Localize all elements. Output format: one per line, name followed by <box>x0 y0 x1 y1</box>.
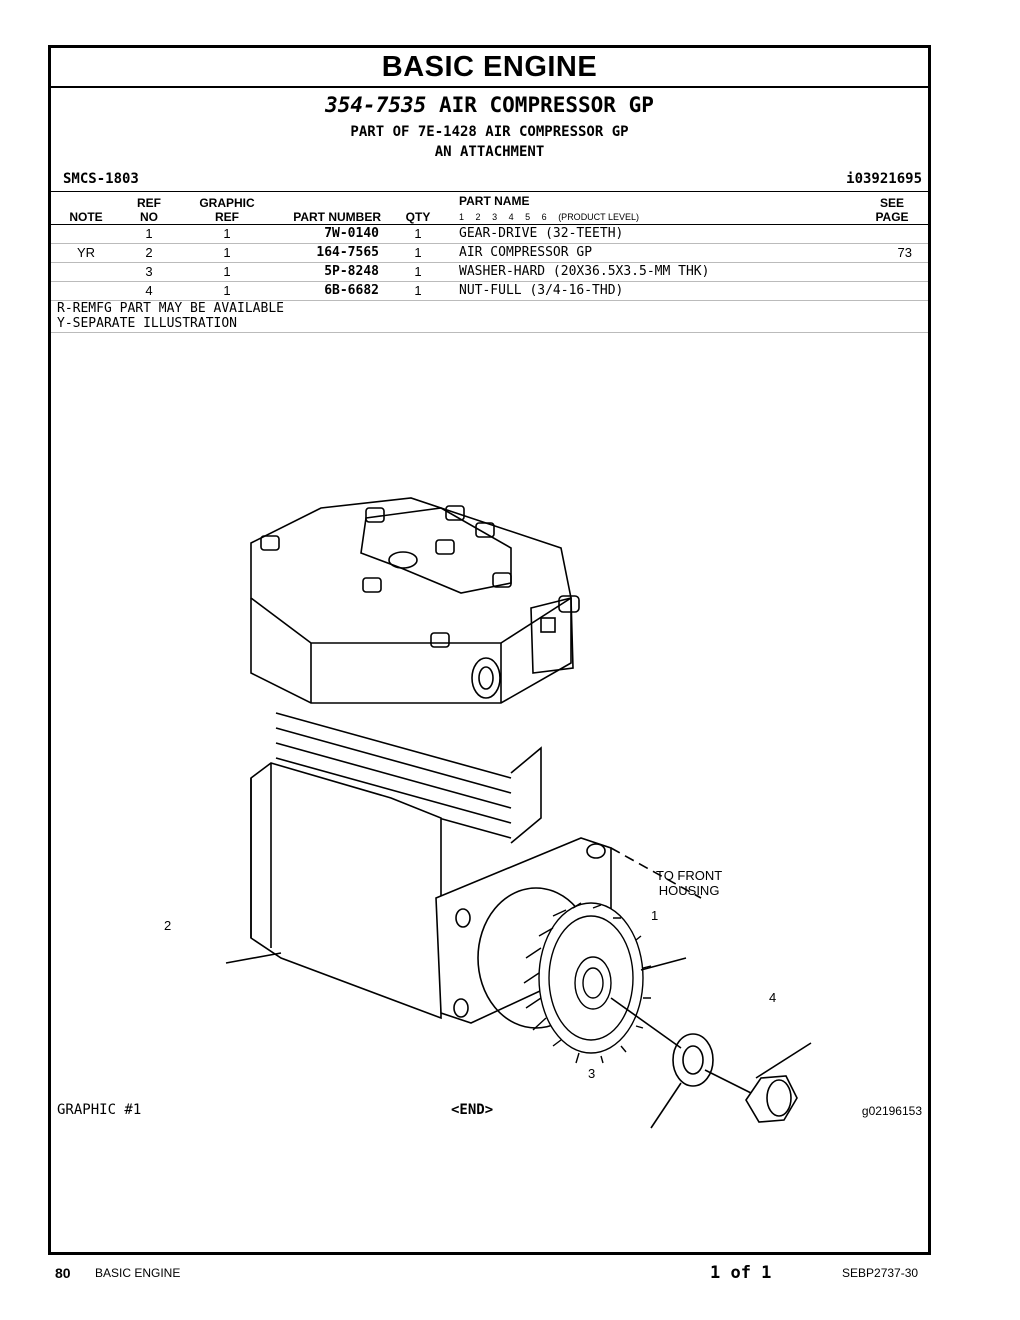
header-graphic-top: GRAPHIC <box>199 196 255 210</box>
level-caption: (PRODUCT LEVEL) <box>558 212 640 222</box>
header-see-bottom: PAGE <box>875 210 909 224</box>
row-ref: 4 <box>145 283 153 298</box>
air-compressor-illustration <box>225 497 812 1129</box>
row-divider <box>51 243 928 244</box>
head-bolts <box>260 505 512 648</box>
product-levels: 1 2 3 4 5 6 (PRODUCT LEVEL) <box>459 212 648 222</box>
row-part-name: WASHER-HARD (20X36.5X3.5-MM THK) <box>459 264 710 279</box>
table-row: 1 1 7W-0140 1 GEAR-DRIVE (32-TEETH) <box>51 225 928 243</box>
footer-page-number: 80 <box>55 1265 71 1281</box>
row-divider <box>51 262 928 263</box>
row-graphic-ref: 1 <box>223 226 231 241</box>
row-qty: 1 <box>414 226 422 241</box>
footer-page-of: 1 of 1 <box>710 1263 772 1283</box>
header-graphic-bottom: REF <box>215 210 239 224</box>
callout-to-front-line2: HOUSING <box>658 883 720 898</box>
row-qty: 1 <box>414 283 422 298</box>
footer-doc-id: SEBP2737-30 <box>842 1266 919 1280</box>
note-remfg: R-REMFG PART MAY BE AVAILABLE <box>57 301 284 316</box>
row-part-name: NUT-FULL (3/4-16-THD) <box>459 283 624 298</box>
row-part-number: 6B-6682 <box>324 283 379 298</box>
header-ref-bottom: NO <box>140 210 158 224</box>
level-3: 3 <box>492 212 498 222</box>
level-2: 2 <box>475 212 481 222</box>
table-row: YR 2 1 164-7565 1 AIR COMPRESSOR GP 73 <box>51 244 928 262</box>
part-of-line: PART OF 7E-1428 AIR COMPRESSOR GP <box>350 124 629 140</box>
callout-2: 2 <box>164 918 172 933</box>
header-rule <box>51 224 928 225</box>
row-part-number: 7W-0140 <box>324 226 379 241</box>
table-row: 3 1 5P-8248 1 WASHER-HARD (20X36.5X3.5-M… <box>51 263 928 281</box>
note-separate: Y-SEPARATE ILLUSTRATION <box>57 316 238 331</box>
row-divider <box>51 281 928 282</box>
level-4: 4 <box>508 212 514 222</box>
end-label: <END> <box>451 1102 494 1118</box>
notes-block: R-REMFG PART MAY BE AVAILABLE Y-SEPARATE… <box>57 301 284 331</box>
group-part-number: 354-7535 <box>325 93 427 117</box>
header-see-top: SEE <box>879 196 904 210</box>
row-ref: 2 <box>145 245 153 260</box>
header-qty: QTY <box>405 210 431 224</box>
row-part-number: 164-7565 <box>316 245 379 260</box>
callout-4: 4 <box>769 990 777 1005</box>
group-name: AIR COMPRESSOR GP <box>438 93 654 117</box>
section-title: BASIC ENGINE <box>51 48 928 88</box>
header-part-name: PART NAME <box>459 194 530 208</box>
header-ref-top: REF <box>137 196 161 210</box>
row-part-name: GEAR-DRIVE (32-TEETH) <box>459 226 624 241</box>
row-part-number: 5P-8248 <box>324 264 379 279</box>
row-graphic-ref: 1 <box>223 245 231 260</box>
level-1: 1 <box>459 212 465 222</box>
graphic-label: GRAPHIC #1 <box>57 1102 142 1118</box>
callout-to-front-housing: TO FRONT HOUSING <box>656 868 722 898</box>
table-top-rule <box>51 191 928 192</box>
row-ref: 1 <box>145 226 153 241</box>
smcs-code: SMCS-1803 <box>63 171 139 187</box>
drive-gear <box>523 902 652 1064</box>
row-note: YR <box>76 245 96 260</box>
header-note: NOTE <box>69 210 103 224</box>
footer-section: BASIC ENGINE <box>95 1266 181 1280</box>
header-part-number: PART NUMBER <box>293 210 381 224</box>
callout-to-front-line1: TO FRONT <box>656 868 723 883</box>
level-5: 5 <box>525 212 531 222</box>
notes-rule <box>51 332 928 333</box>
graphic-id: g02196153 <box>861 1104 922 1118</box>
table-row: 4 1 6B-6682 1 NUT-FULL (3/4-16-THD) <box>51 282 928 300</box>
row-see-page: 73 <box>897 245 912 260</box>
page-frame: BASIC ENGINE 354-7535 AIR COMPRESSOR GP … <box>48 45 931 1255</box>
level-6: 6 <box>541 212 547 222</box>
document-ident: i03921695 <box>846 171 922 187</box>
attachment-line: AN ATTACHMENT <box>434 144 545 160</box>
row-graphic-ref: 1 <box>223 264 231 279</box>
row-qty: 1 <box>414 245 422 260</box>
row-graphic-ref: 1 <box>223 283 231 298</box>
callout-3: 3 <box>588 1066 596 1081</box>
row-qty: 1 <box>414 264 422 279</box>
row-ref: 3 <box>145 264 153 279</box>
group-title: 354-7535 AIR COMPRESSOR GP <box>51 93 928 117</box>
callout-1: 1 <box>651 908 659 923</box>
row-divider <box>51 300 928 301</box>
row-part-name: AIR COMPRESSOR GP <box>459 245 593 260</box>
